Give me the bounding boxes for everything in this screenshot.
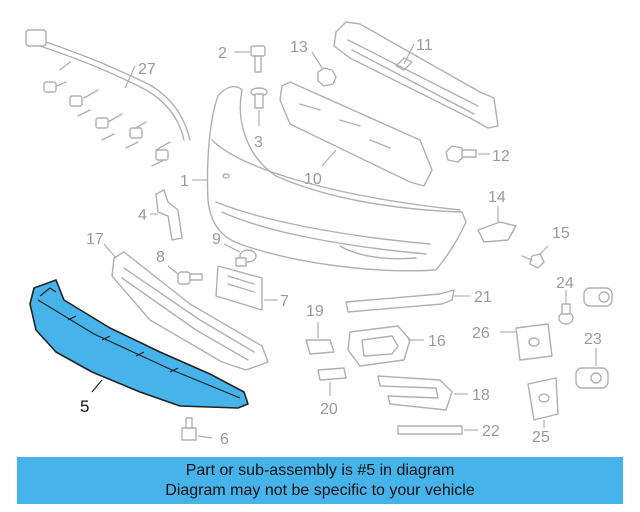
callout-23: 23 [584, 331, 602, 348]
callout-4: 4 [138, 207, 147, 224]
callout-2: 2 [218, 45, 227, 62]
part-25-bracket[interactable] [527, 377, 559, 421]
parking-sensor-upper[interactable] [583, 287, 613, 307]
part-24-grommet[interactable] [558, 303, 574, 325]
callout-24: 24 [556, 275, 574, 292]
part-10-absorber[interactable] [279, 81, 433, 187]
part-12-bolt[interactable] [445, 145, 477, 163]
callout-20: 20 [320, 401, 338, 418]
banner-line-1: Part or sub-assembly is #5 in diagram [185, 461, 455, 479]
part-26-bracket[interactable] [515, 323, 553, 361]
callout-15: 15 [552, 225, 570, 242]
part-11-reinforcement-bar[interactable] [333, 21, 499, 129]
part-6-bolt[interactable] [181, 417, 197, 441]
callout-3: 3 [254, 134, 263, 151]
callout-27: 27 [138, 61, 156, 78]
callout-12: 12 [492, 148, 510, 165]
part-19-clip[interactable] [305, 339, 335, 355]
part-1-bumper-cover[interactable] [206, 85, 467, 272]
part-3-clip[interactable] [250, 87, 268, 109]
callout-21: 21 [474, 289, 492, 306]
info-banner: Part or sub-assembly is #5 in diagram Di… [17, 457, 623, 504]
part-5-lower-absorber-highlighted[interactable] [29, 279, 249, 409]
part-9-fastener[interactable] [235, 249, 257, 267]
part-8-bolt[interactable] [177, 271, 203, 285]
callout-7: 7 [280, 293, 289, 310]
callout-19: 19 [306, 303, 324, 320]
callout-25: 25 [532, 429, 550, 446]
part-23-sensor[interactable] [575, 367, 609, 389]
part-20-clip[interactable] [317, 367, 347, 381]
callout-14: 14 [488, 189, 506, 206]
part-7-license-bracket[interactable] [215, 265, 263, 311]
part-16-fog-bezel[interactable] [347, 325, 411, 367]
callout-9: 9 [212, 231, 221, 248]
part-2-bolt[interactable] [250, 45, 266, 73]
callout-18: 18 [472, 387, 490, 404]
callout-13: 13 [290, 39, 308, 56]
part-17-lower-grille[interactable] [111, 251, 269, 371]
part-18-trim[interactable] [377, 375, 453, 411]
part-15-screw[interactable] [521, 253, 545, 269]
callout-22: 22 [482, 423, 500, 440]
callout-6: 6 [220, 431, 229, 448]
part-14-trim[interactable] [477, 221, 517, 243]
part-21-trim-strip[interactable] [345, 289, 455, 313]
callout-11: 11 [416, 37, 433, 54]
part-4-bracket[interactable] [155, 189, 183, 241]
part-13-nut[interactable] [317, 67, 337, 87]
callout-17: 17 [86, 231, 104, 248]
part-27-wiring-harness[interactable] [25, 29, 191, 167]
callout-16: 16 [428, 333, 446, 350]
banner-line-2: Diagram may not be specific to your vehi… [165, 481, 475, 499]
part-22-strip[interactable] [397, 425, 463, 435]
callout-26: 26 [472, 325, 490, 342]
callout-8: 8 [156, 249, 165, 266]
callout-1: 1 [180, 173, 189, 190]
callout-5: 5 [80, 397, 89, 416]
